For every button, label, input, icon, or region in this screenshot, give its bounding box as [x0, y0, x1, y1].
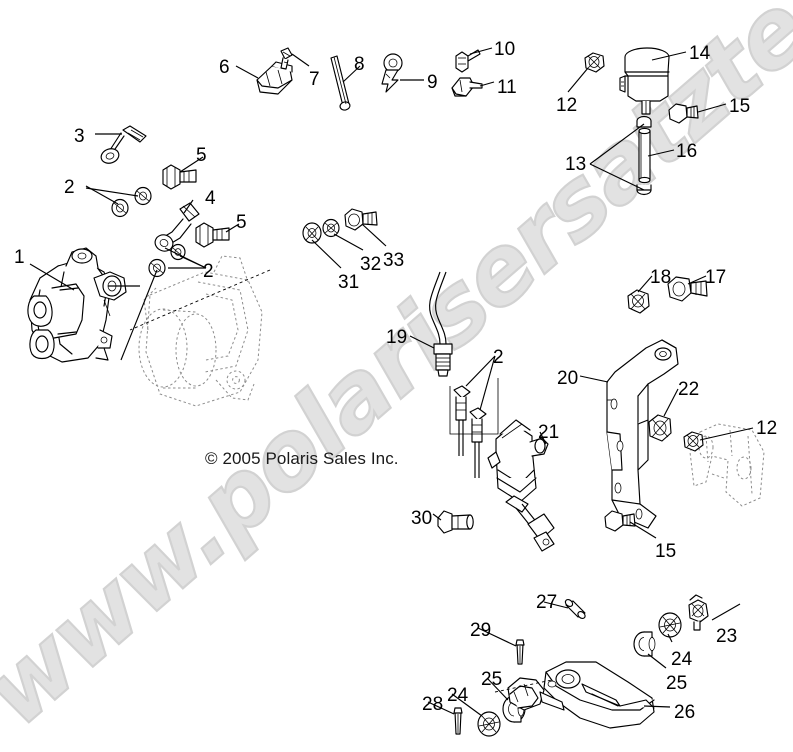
part-bushing-24a: [658, 612, 682, 638]
callout-banjo-fitting-4[interactable]: 4: [205, 188, 216, 209]
part-brake-line: [429, 271, 453, 377]
callout-banjo-bolt-5[interactable]: 5: [196, 145, 207, 166]
part-flange-nut-22: [648, 414, 672, 442]
callout-master-cylinder-bracket-20[interactable]: 20: [557, 368, 579, 389]
callout-clip-11[interactable]: 11: [497, 77, 517, 98]
ghost-bracket: [689, 423, 765, 507]
callout-washer-2[interactable]: 2: [493, 347, 504, 368]
part-slide-pin: [330, 55, 351, 111]
part-spring-clip: [381, 53, 403, 93]
callout-cotter-pin-28[interactable]: 28: [422, 694, 444, 715]
callout-bolt-33[interactable]: 33: [383, 250, 405, 271]
copyright-notice: © 2005 Polaris Sales Inc.: [205, 449, 399, 468]
part-washer-2a: [134, 186, 152, 206]
part-washer-2b: [111, 198, 129, 218]
part-banjo-bolt-5b: [195, 222, 230, 248]
callout-slide-pin-8[interactable]: 8: [354, 54, 365, 75]
part-line-fitting-a: [453, 385, 471, 456]
ghost-axle-housing: [138, 255, 263, 407]
part-spacer-25a: [633, 631, 656, 657]
part-bolt-33: [344, 208, 378, 231]
callout-lock-washer-32[interactable]: 32: [360, 254, 382, 275]
callout-spring-clip-9[interactable]: 9: [427, 72, 438, 93]
part-bleeder-screw: [100, 125, 147, 164]
callout-flange-nut-12[interactable]: 12: [756, 418, 778, 439]
part-screw-15b: [604, 510, 636, 532]
part-master-cylinder-bracket: [606, 339, 679, 529]
callout-spacer-25[interactable]: 25: [666, 673, 688, 694]
callout-master-cylinder-21[interactable]: 21: [538, 422, 560, 443]
callout-brake-pedal-26[interactable]: 26: [674, 702, 696, 723]
callout-banjo-bolt-5[interactable]: 5: [236, 212, 247, 233]
part-screw-15a: [668, 103, 699, 124]
part-cotter-pin-28: [453, 707, 463, 735]
part-bushing-24b: [477, 711, 501, 737]
callout-screw-15[interactable]: 15: [729, 96, 751, 117]
callout-hex-bolt-17[interactable]: 17: [705, 267, 727, 288]
callout-washer-2[interactable]: 2: [203, 261, 214, 282]
part-clip-11: [451, 77, 483, 97]
callout-screw-15[interactable]: 15: [655, 541, 677, 562]
callout-bushing-24[interactable]: 24: [447, 685, 469, 706]
part-flange-nut-12a: [584, 52, 605, 73]
part-pin-10: [455, 49, 481, 73]
part-line-fitting-b: [469, 407, 487, 478]
callout-pin-27[interactable]: 27: [536, 592, 558, 613]
callout-pin-10[interactable]: 10: [494, 39, 516, 60]
callout-brake-fluid-reservoir-14[interactable]: 14: [689, 43, 711, 64]
part-lock-washer-32: [322, 218, 340, 238]
callout-bleeder-screw-3[interactable]: 3: [74, 126, 85, 147]
callout-washer-31[interactable]: 31: [338, 272, 360, 293]
part-pin-27: [564, 598, 586, 620]
callout-cotter-clip-23[interactable]: 23: [716, 626, 738, 647]
part-retaining-pin: [280, 47, 293, 70]
part-brake-pedal: [507, 661, 655, 729]
part-washer-2c: [148, 258, 166, 278]
callout-spacer-25[interactable]: 25: [481, 669, 503, 690]
callout-pad-retaining-pin-7[interactable]: 7: [309, 69, 320, 90]
callout-clevis-bolt-30[interactable]: 30: [411, 508, 433, 529]
part-flange-nut-18: [627, 289, 650, 314]
callout-brake-line-19[interactable]: 19: [386, 327, 408, 348]
callout-flange-nut-22[interactable]: 22: [678, 379, 700, 400]
callout-bracket-2c: [449, 378, 499, 435]
callout-washer-2[interactable]: 2: [64, 177, 75, 198]
part-master-cylinder: [487, 419, 555, 552]
part-hex-bolt-17: [667, 276, 708, 302]
part-cotter-clip-23: [688, 594, 709, 631]
leader-lines: [29, 47, 754, 717]
part-banjo-bolt-5a: [162, 164, 197, 190]
callout-flange-nut-18[interactable]: 18: [650, 267, 672, 288]
part-brake-reservoir: [619, 47, 670, 115]
callout-cotter-pin-29[interactable]: 29: [470, 620, 492, 641]
part-washer-31: [302, 222, 322, 244]
part-brake-caliper: [27, 247, 127, 363]
callout-flange-nut-12[interactable]: 12: [556, 95, 578, 116]
part-cotter-pin-29: [515, 639, 525, 665]
part-flange-nut-12b: [683, 431, 704, 452]
callout-brake-pad-set-6[interactable]: 6: [219, 57, 230, 78]
callout-reservoir-hose-16[interactable]: 16: [676, 141, 698, 162]
part-banjo-fitting: [154, 202, 200, 252]
callout-bushing-24[interactable]: 24: [671, 649, 693, 670]
callout-brake-caliper-assembly-1[interactable]: 1: [14, 247, 25, 268]
part-clevis-bolt: [437, 510, 474, 534]
callout-reservoir-hose-assembly-13[interactable]: 13: [565, 154, 587, 175]
